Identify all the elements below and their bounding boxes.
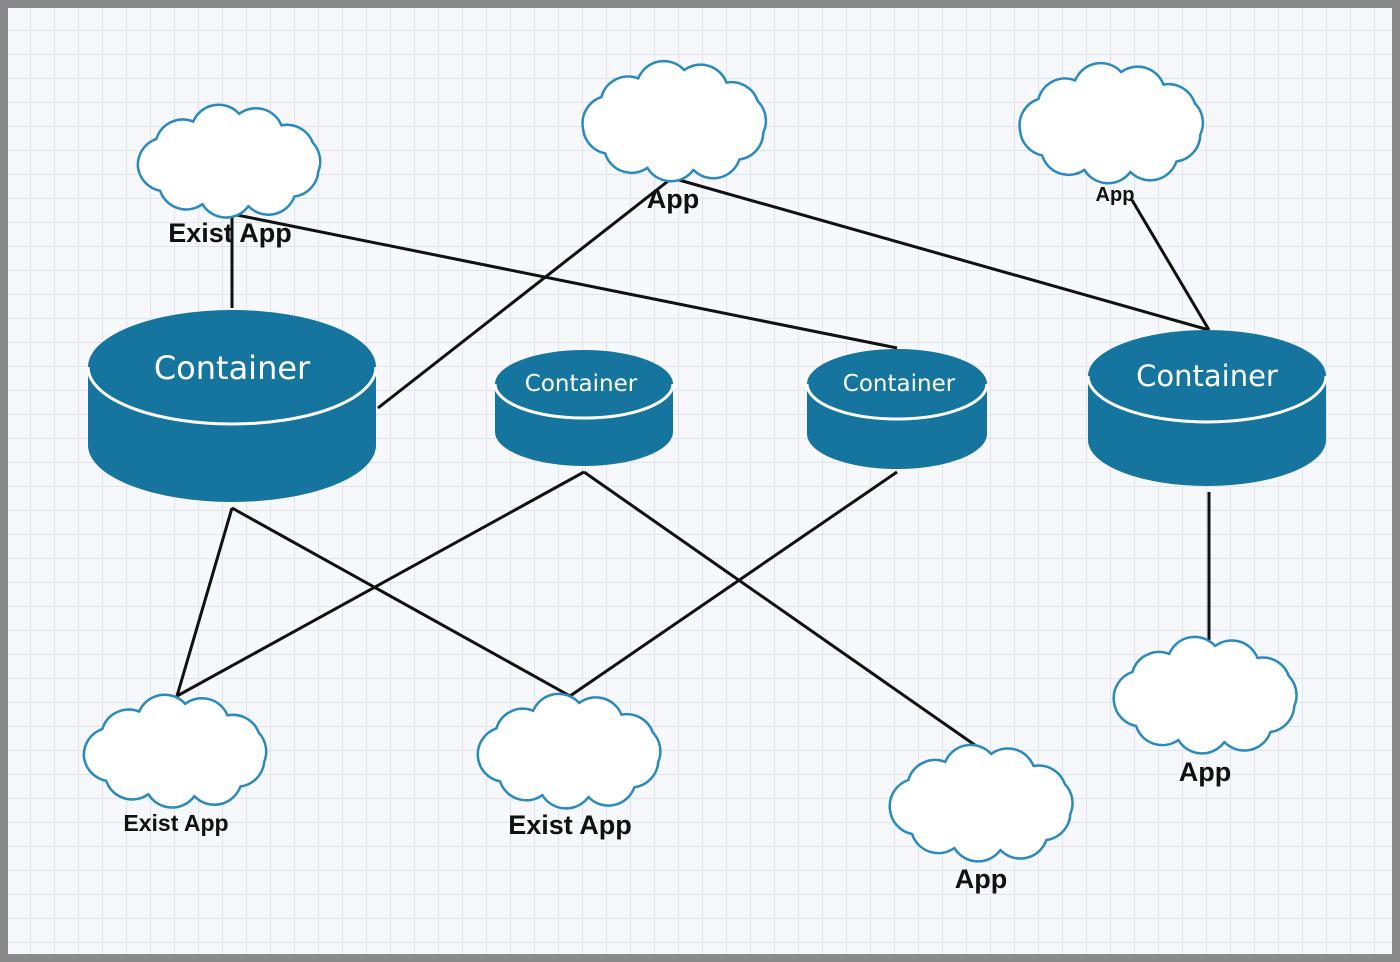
container-label-c2: Container: [524, 371, 638, 397]
connector-c1-a_exist_bottom_left: [175, 507, 234, 697]
cloud-icon-a_app_top_mid: [581, 59, 768, 183]
cylinder-icon-c4: [1086, 330, 1328, 486]
cloud-icon-a_app_bottom: [888, 743, 1074, 863]
app-label-exist-top: Exist App: [168, 218, 292, 248]
cloud-icon-a_exist_bottom_left: [82, 693, 268, 809]
cloud-icon-a_exist_top: [136, 103, 322, 219]
container-layer: [86, 310, 1328, 502]
connector-c2-a_exist_bottom_left: [176, 470, 585, 698]
app-cloud-layer: [82, 59, 1298, 863]
cloud-icon-a_app_bottom_right: [1112, 635, 1298, 755]
app-label-exist-bottom-left: Exist App: [123, 810, 229, 836]
container-label-c4: Container: [1136, 359, 1278, 393]
connector-c1-a_exist_bottom_mid: [231, 506, 571, 698]
container-label-c3: Container: [842, 371, 956, 397]
connector-c3-a_exist_bottom_mid: [569, 470, 898, 698]
app-label-top-right: App: [1095, 184, 1135, 206]
cylinder-icon-c2: [493, 350, 675, 466]
connector-c2-a_app_bottom: [583, 470, 983, 752]
app-label-bottom-right: App: [1178, 757, 1232, 787]
connector-a_app_top_mid-c4: [671, 176, 1210, 332]
connector-layer: [175, 176, 1211, 752]
cylinder-icon-c3: [805, 349, 989, 469]
connector-a_exist_top-c3: [231, 212, 898, 350]
app-label-exist-bottom-mid: Exist App: [508, 810, 632, 840]
app-label-bottom: App: [954, 864, 1008, 894]
connector-a_app_top_mid-c1: [377, 176, 673, 410]
connector-a_app_top_right-c4: [1130, 199, 1211, 331]
cloud-icon-a_app_top_right: [1018, 61, 1205, 185]
cylinder-icon-c1: [86, 310, 378, 502]
container-label-c1: Container: [153, 349, 311, 387]
app-label-top-mid: App: [646, 184, 700, 214]
cloud-icon-a_exist_bottom_mid: [476, 692, 662, 810]
